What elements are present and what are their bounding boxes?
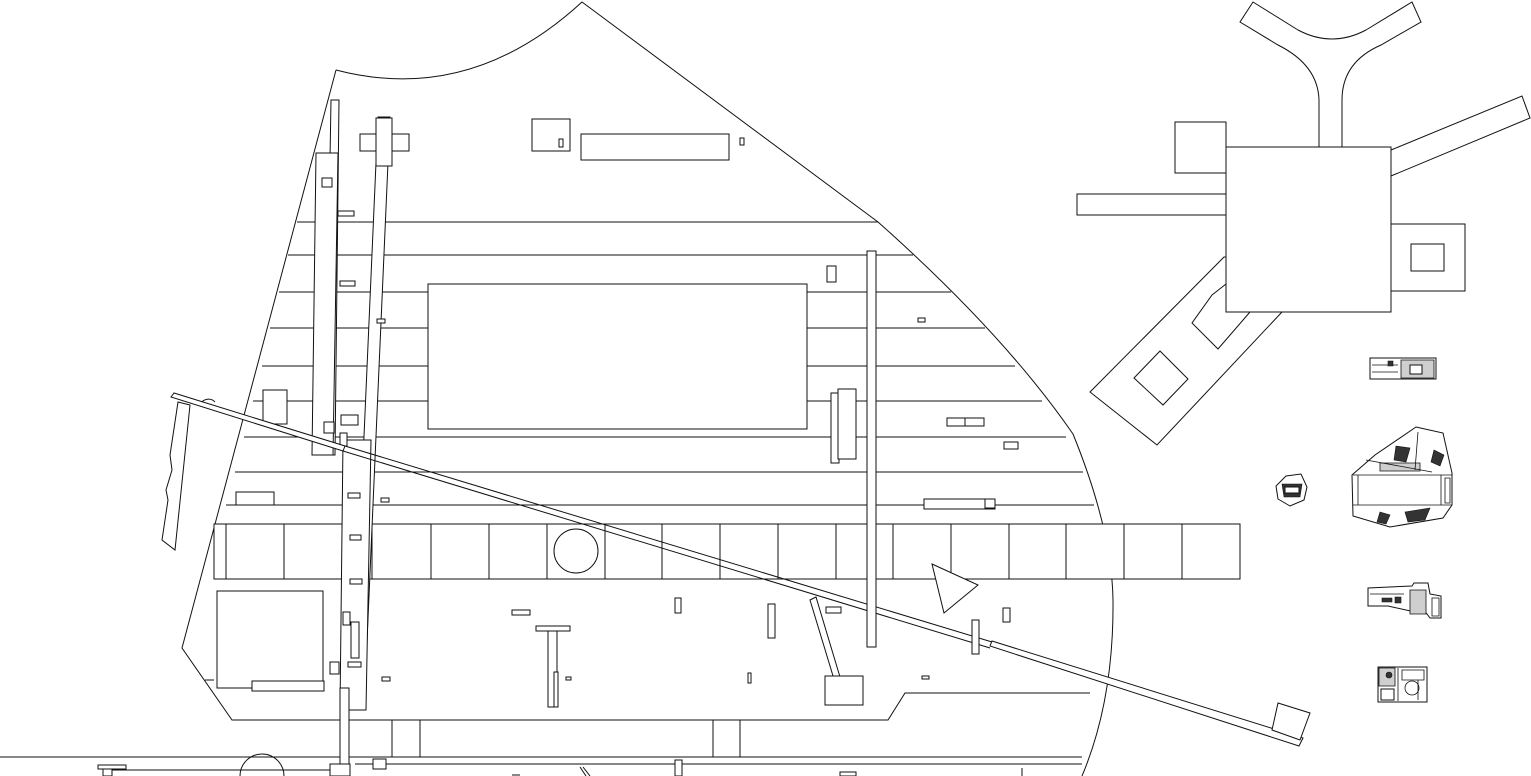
right-building-complex	[1077, 2, 1530, 445]
plan-thumbnail-5	[1378, 667, 1427, 702]
central-field-block	[428, 284, 807, 429]
vertical-spine	[312, 100, 409, 710]
site-boundary	[182, 2, 1113, 776]
linear-building-band	[214, 524, 1240, 579]
plan-thumbnail-2	[1276, 474, 1307, 506]
plan-thumbnail-1	[1370, 358, 1436, 379]
bottom-strip	[0, 688, 1082, 776]
site-features	[512, 119, 1010, 707]
right-column	[827, 251, 1018, 647]
plan-thumbnail-4	[1368, 583, 1441, 618]
plan-thumbnail-3	[1352, 427, 1452, 527]
left-annex	[162, 390, 324, 691]
diagonal-walkway	[171, 393, 1310, 746]
